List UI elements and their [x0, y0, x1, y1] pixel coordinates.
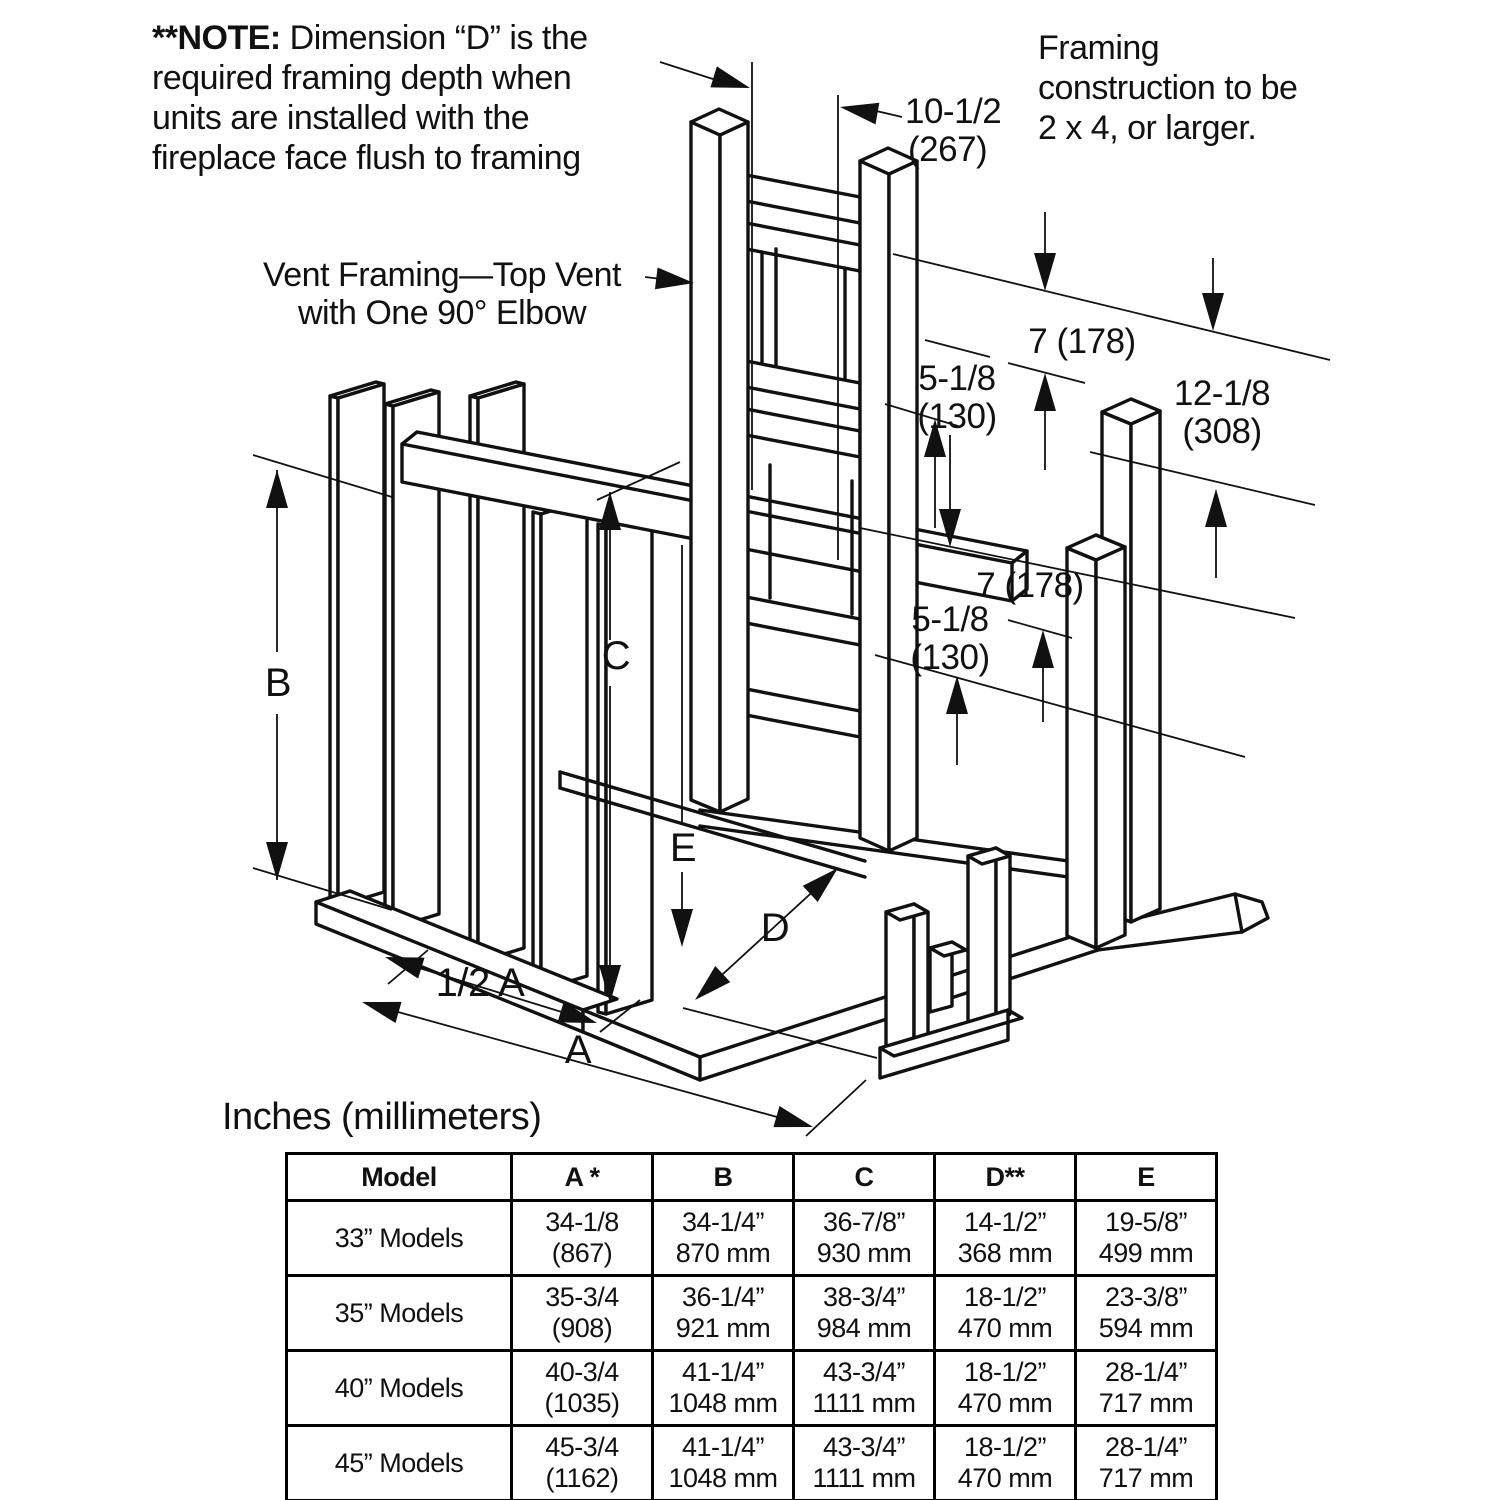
dimension-labels: 10-1/2 (267) 7 (178) 5-1/8 (130) 12-1/8 …: [265, 92, 1271, 1072]
note-line-4: fireplace face flush to framing: [152, 139, 581, 177]
dim-twelve-inches: 12-1/8: [1174, 374, 1270, 413]
dim-cell: 34-1/8(867): [510, 1199, 654, 1277]
dim-cell: 45-3/4(1162): [510, 1424, 654, 1500]
dim-seven-upper: 7 (178): [1028, 322, 1135, 361]
vent-framing-label: Vent Framing—Top Vent with One 90° Elbow: [262, 256, 622, 332]
table-row: 45” Models 45-3/4(1162) 41-1/4”1048 mm 4…: [285, 1424, 1218, 1500]
dim-top-inches: 10-1/2: [905, 92, 1001, 131]
dim-cell: 35-3/4(908): [510, 1274, 654, 1352]
dim-cell: 43-3/4”1111 mm: [792, 1424, 936, 1500]
dim-cell: 41-1/4”1048 mm: [651, 1424, 795, 1500]
framing-construction-note: Framing construction to be 2 x 4, or lar…: [1038, 29, 1298, 147]
col-header-c: C: [792, 1152, 936, 1202]
note-text: **NOTE: Dimension “D” is the required fr…: [152, 18, 712, 178]
right-wall-studs: [1065, 397, 1162, 950]
col-header-b: B: [651, 1152, 795, 1202]
note-line-2: required framing depth when: [152, 59, 572, 97]
note-line-1: **NOTE: Dimension “D” is the: [152, 19, 588, 57]
units-label: Inches (millimeters): [222, 1096, 542, 1138]
dim-cell: 18-1/2”470 mm: [933, 1349, 1077, 1427]
col-header-e: E: [1074, 1152, 1218, 1202]
dim-cell: 36-7/8”930 mm: [792, 1199, 936, 1277]
table-row: 33” Models 34-1/8(867) 34-1/4”870 mm 36-…: [285, 1199, 1218, 1277]
col-header-model: Model: [285, 1152, 513, 1202]
dim-cell: 14-1/2”368 mm: [933, 1199, 1077, 1277]
dimension-spec-table: Model A * B C D** E 33” Models 34-1/8(86…: [285, 1152, 1218, 1500]
dim-letter-d: D: [761, 906, 789, 950]
note-bold-prefix: **NOTE:: [152, 19, 281, 57]
dim-cell: 41-1/4”1048 mm: [651, 1349, 795, 1427]
left-wall-studs: [328, 380, 654, 1016]
dim-cell: 28-1/4”717 mm: [1074, 1424, 1218, 1500]
dim-cell: 18-1/2”470 mm: [933, 1274, 1077, 1352]
table-row: 40” Models 40-3/4(1035) 41-1/4”1048 mm 4…: [285, 1349, 1218, 1427]
dim-five-upper-mm: (130): [917, 397, 996, 436]
dim-letter-a: A: [565, 1028, 592, 1072]
dim-letter-b: B: [265, 661, 291, 705]
dim-half-a: 1/2 A: [436, 961, 526, 1005]
model-cell: 40” Models: [285, 1349, 513, 1427]
corner-stud-assembly: [878, 846, 1024, 1080]
col-header-d: D**: [933, 1152, 1077, 1202]
dim-letter-c: C: [602, 634, 630, 678]
dimension-arrowheads: [266, 66, 1227, 1128]
model-cell: 35” Models: [285, 1274, 513, 1352]
framing-structure: [314, 107, 1270, 1082]
dim-cell: 40-3/4(1035): [510, 1349, 654, 1427]
note-line-3: units are installed with the: [152, 99, 530, 137]
dim-letter-e: E: [670, 826, 696, 870]
floor-plates: [581, 892, 1270, 1082]
col-header-a: A *: [510, 1152, 654, 1202]
dim-cell: 34-1/4”870 mm: [651, 1199, 795, 1277]
vent-chase: [689, 107, 919, 853]
dim-cell: 18-1/2”470 mm: [933, 1424, 1077, 1500]
dim-cell: 43-3/4”1111 mm: [792, 1349, 936, 1427]
model-cell: 33” Models: [285, 1199, 513, 1277]
dim-cell: 19-5/8”499 mm: [1074, 1199, 1218, 1277]
dim-top-mm: (267): [908, 130, 987, 169]
dim-cell: 28-1/4”717 mm: [1074, 1349, 1218, 1427]
dim-cell: 36-1/4”921 mm: [651, 1274, 795, 1352]
dim-seven-lower: 7 (178): [976, 566, 1083, 605]
dim-cell: 38-3/4”984 mm: [792, 1274, 936, 1352]
dim-cell: 23-3/8”594 mm: [1074, 1274, 1218, 1352]
model-cell: 45” Models: [285, 1424, 513, 1500]
dim-five-upper-inches: 5-1/8: [918, 359, 995, 398]
table-header-row: Model A * B C D** E: [285, 1152, 1218, 1202]
table-row: 35” Models 35-3/4(908) 36-1/4”921 mm 38-…: [285, 1274, 1218, 1352]
dim-five-lower-mm: (130): [910, 638, 989, 677]
dim-five-lower-inches: 5-1/8: [911, 600, 988, 639]
dim-twelve-mm: (308): [1182, 412, 1261, 451]
